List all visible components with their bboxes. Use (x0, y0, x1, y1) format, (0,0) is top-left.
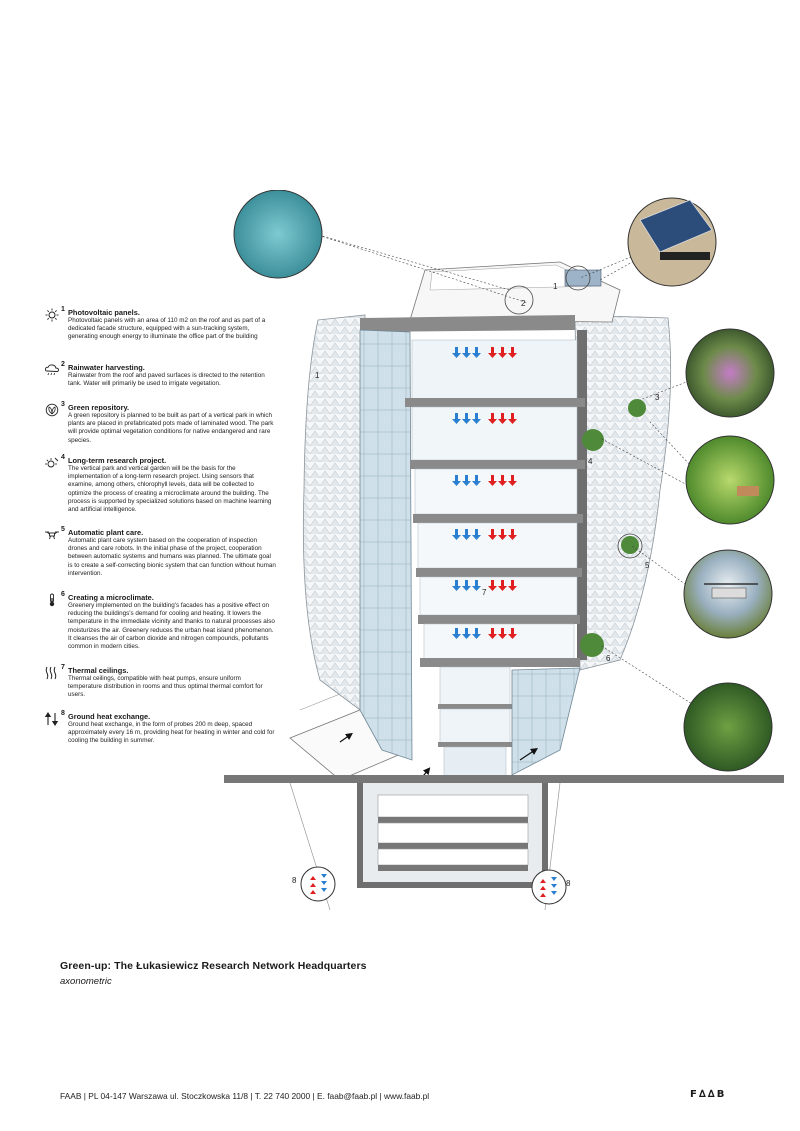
legend-item-photovoltaic: 1 Photovoltaic panels. Photovoltaic pane… (44, 306, 276, 342)
callout-7: 7 (482, 588, 487, 597)
east-facade (574, 314, 672, 671)
roof (360, 261, 621, 332)
photo-rainwater (233, 190, 323, 279)
legend-item-rainwater: 2 Rainwater harvesting. Rainwater from t… (44, 361, 276, 388)
core-wall (577, 330, 587, 660)
axonometric-drawing: 1 1 2 3 4 5 6 7 8 8 (224, 190, 784, 911)
legend-title: Creating a microclimate. (68, 593, 154, 602)
caption-subtitle: axonometric (60, 976, 112, 987)
thermal-arrows (452, 347, 517, 639)
legend-title: Rainwater harvesting. (68, 363, 145, 372)
callout-5: 5 (645, 561, 650, 570)
roof-solar-panels (564, 269, 602, 287)
ground-probe-right (531, 869, 567, 905)
sun-icon (45, 308, 59, 322)
legend-title: Green repository. (68, 403, 130, 412)
legend-item-research: 4 Long-term research project. The vertic… (44, 454, 276, 514)
basement (224, 775, 784, 911)
legend-title: Automatic plant care. (68, 528, 144, 537)
rain-cloud-icon (44, 364, 59, 376)
legend-number: 8 (61, 710, 65, 717)
legend-description: Rainwater from the roof and paved surfac… (68, 372, 265, 388)
thermometer-icon (49, 593, 55, 607)
legend-description: Automatic plant care system based on the… (68, 537, 276, 577)
facade-greenery (580, 399, 646, 657)
legend-item-plant-care: 5 Automatic plant care. Automatic plant … (44, 526, 276, 578)
legend-description: Thermal ceilings, compatible with heat p… (68, 675, 263, 699)
legend-description: Greenery implemented on the building's f… (68, 602, 275, 651)
callout-8-left: 8 (292, 876, 297, 885)
legend-title: Long-term research project. (68, 456, 167, 465)
plant-repository-icon (45, 403, 59, 417)
legend-title: Photovoltaic panels. (68, 308, 140, 317)
legend-title: Ground heat exchange. (68, 712, 151, 721)
atrium-glass (359, 329, 413, 761)
legend-description: A green repository is planned to be buil… (68, 412, 274, 444)
footer-logo: F∆∆B (690, 1089, 727, 1100)
legend-item-ground-heat: 8 Ground heat exchange. Ground heat exch… (44, 710, 276, 746)
legend-number: 1 (61, 306, 65, 313)
photo-flowers (685, 328, 775, 418)
caption-title: Green-up: The Łukasiewicz Research Netwo… (60, 960, 367, 972)
legend-number: 7 (61, 664, 65, 671)
up-down-arrows-icon (44, 712, 59, 726)
callout-4: 4 (588, 457, 593, 466)
legend-number: 4 (61, 454, 65, 461)
legend-item-microclimate: 6 Creating a microclimate. Greenery impl… (44, 591, 276, 651)
callout-1b: 1 (553, 282, 558, 291)
west-facade (302, 314, 366, 711)
photo-solar-panel (627, 197, 717, 287)
photo-green-wall (683, 682, 773, 772)
legend-number: 2 (61, 361, 65, 368)
research-sun-icon (45, 457, 59, 468)
legend-item-thermal-ceilings: 7 Thermal ceilings. Thermal ceilings, co… (44, 664, 276, 700)
legend-number: 3 (61, 401, 65, 408)
callout-3: 3 (655, 393, 660, 402)
photo-leaf-sensor (685, 435, 775, 525)
legend-number: 6 (61, 591, 65, 598)
floor-plates (405, 339, 585, 778)
legend-description: Ground heat exchange, in the form of pro… (68, 721, 275, 745)
legend-number: 5 (61, 526, 65, 533)
callout-marker-1 (565, 265, 591, 291)
ground-probe-left (300, 866, 336, 902)
legend-description: The vertical park and vertical garden wi… (68, 465, 272, 514)
callout-6: 6 (606, 654, 611, 663)
footer-contact: FAAB | PL 04-147 Warszawa ul. Stoczkowsk… (60, 1091, 430, 1101)
drone-icon (45, 531, 59, 540)
callout-marker-5 (617, 533, 643, 559)
callout-8-right: 8 (566, 879, 571, 888)
legend-description: Photovoltaic panels with an area of 110 … (68, 317, 266, 341)
photo-drone (683, 549, 773, 639)
callout-marker-2 (504, 285, 534, 315)
legend-title: Thermal ceilings. (68, 666, 129, 675)
callout-1: 1 (315, 371, 320, 380)
callout-2: 2 (521, 299, 526, 308)
legend-item-green-repository: 3 Green repository. A green repository i… (44, 401, 276, 445)
podium-glass (511, 667, 581, 776)
heat-waves-icon (45, 666, 57, 680)
